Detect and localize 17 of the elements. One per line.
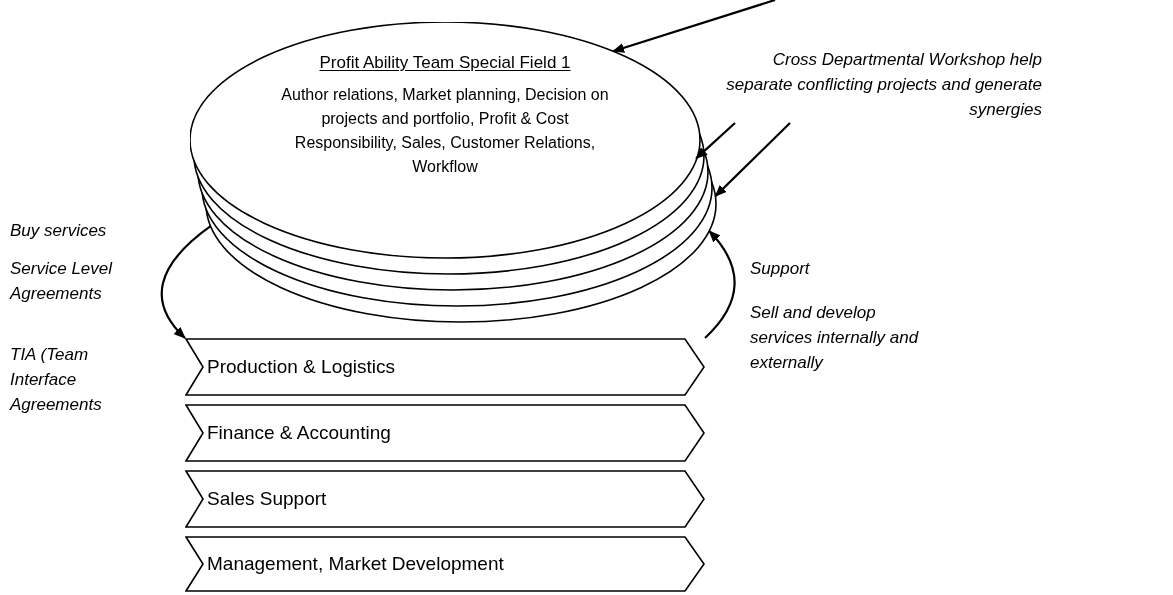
arrow bbox=[704, 230, 736, 339]
arrow bbox=[160, 225, 212, 339]
annotation-text: Sell and develop services internally and externally bbox=[750, 302, 920, 374]
team-title: Profit Ability Team Special Field 1 bbox=[319, 52, 571, 74]
responsibilities-text: Author relations, Market planning, Decision on projects and portfolio, Profit & Cost Responsibility, Sales, Customer Relations, Workflow bbox=[280, 85, 610, 178]
annotation-text: Service Level Agreements bbox=[10, 258, 114, 305]
chevron-step: Sales Support bbox=[185, 470, 705, 528]
arrow bbox=[612, 0, 776, 53]
chevron-step: Production & Logistics bbox=[185, 338, 705, 396]
arrow bbox=[714, 122, 791, 197]
chevron-step: Management, Market Development bbox=[185, 536, 705, 592]
annotation-text: TIA (Team Interface Agreements bbox=[10, 344, 103, 416]
arrow bbox=[695, 122, 736, 160]
annotation-text: Buy services bbox=[10, 220, 108, 242]
annotation-text: Support bbox=[750, 258, 811, 280]
workshop-note: Cross Departmental Workshop help separate conflicting projects and generate synergies bbox=[712, 47, 1042, 122]
chevron-step: Finance & Accounting bbox=[185, 404, 705, 462]
